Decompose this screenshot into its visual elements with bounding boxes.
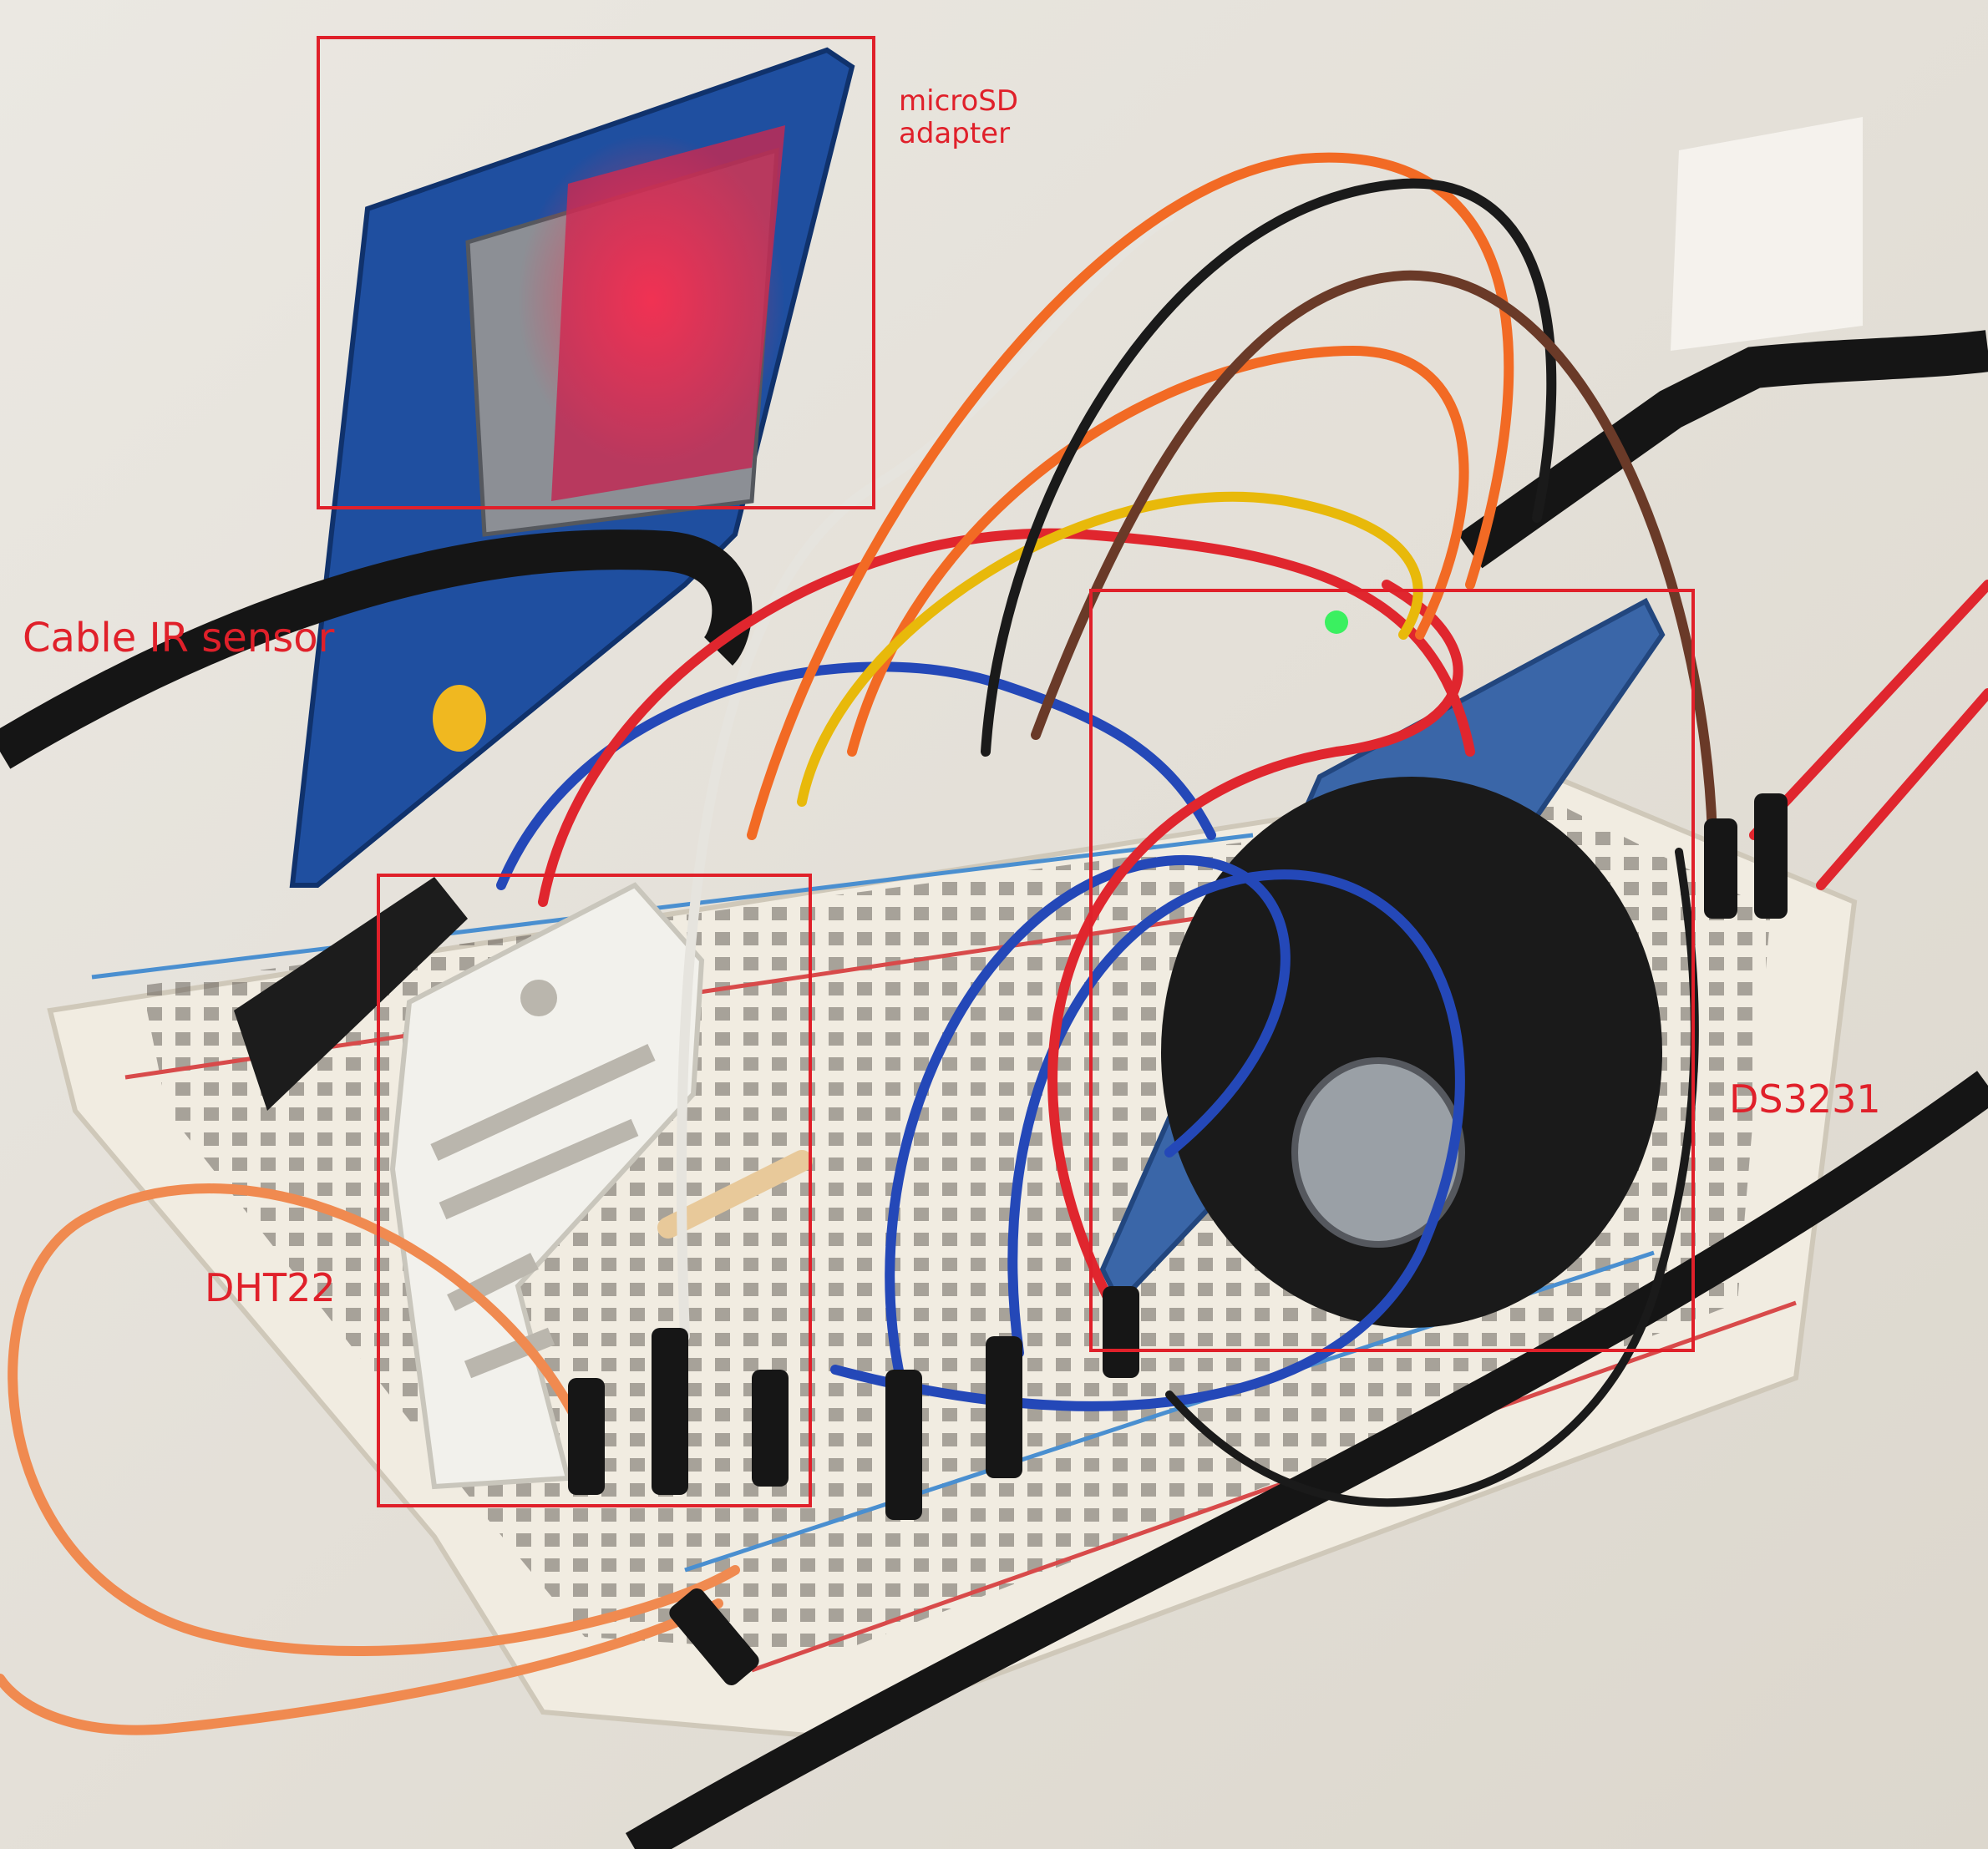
wire-brown <box>1031 270 1717 840</box>
wire-orange-bottom <box>0 1598 723 1735</box>
dht22-vents <box>430 1044 656 1379</box>
plug <box>1754 793 1788 919</box>
ds3231-label: DS3231 <box>1729 1076 1881 1122</box>
usb-cable <box>625 1071 1988 1849</box>
wire-red-right <box>1749 580 1988 840</box>
resistor <box>657 1150 813 1239</box>
microsd-label-line2: adapter <box>899 117 1011 151</box>
plug <box>752 1370 789 1487</box>
plug <box>1103 1286 1139 1378</box>
microsd-adapter-label: microSD adapter <box>899 84 1019 151</box>
plug <box>885 1370 922 1520</box>
red-led-glow <box>518 134 785 468</box>
wire-red-1 <box>538 528 1475 907</box>
plug <box>986 1336 1022 1478</box>
usb-cable-top <box>1458 330 1988 569</box>
microsd-highlight-box <box>317 36 875 509</box>
wire-red-2 <box>1047 580 1463 1325</box>
wire-orange-1 <box>747 152 1514 840</box>
wire-white <box>676 212 1174 1341</box>
microsd-label-line1: microSD <box>899 84 1019 118</box>
ds3231-highlight-box <box>1089 589 1695 1352</box>
wire-yellow <box>797 492 1423 807</box>
wire-plugs <box>568 793 1788 1685</box>
wire-blue-loop-right <box>830 869 1465 1411</box>
dht22-hole <box>520 980 557 1016</box>
wire-orange-2 <box>847 345 1469 757</box>
ds3231-battery <box>1161 777 1662 1328</box>
dht22-sensor <box>389 882 705 1490</box>
coin-cell <box>1291 1057 1465 1248</box>
plug <box>568 1378 605 1495</box>
dht22-label: DHT22 <box>205 1265 336 1310</box>
sd-capacitor <box>433 685 486 752</box>
ir-cable <box>0 529 753 769</box>
wire-orange-left <box>8 1183 740 1657</box>
plug <box>1704 818 1737 919</box>
jumper-wires <box>0 152 1988 1735</box>
note-card <box>1671 117 1863 351</box>
wire-red-far <box>1816 688 1988 890</box>
ir-cable-label: Cable IR sensor <box>23 615 335 661</box>
plug <box>652 1328 688 1495</box>
black-header <box>234 877 468 1111</box>
rail-blue-top <box>91 833 1254 980</box>
dht22-highlight-box <box>377 874 812 1507</box>
green-led <box>1325 610 1348 634</box>
plug <box>669 1588 759 1685</box>
